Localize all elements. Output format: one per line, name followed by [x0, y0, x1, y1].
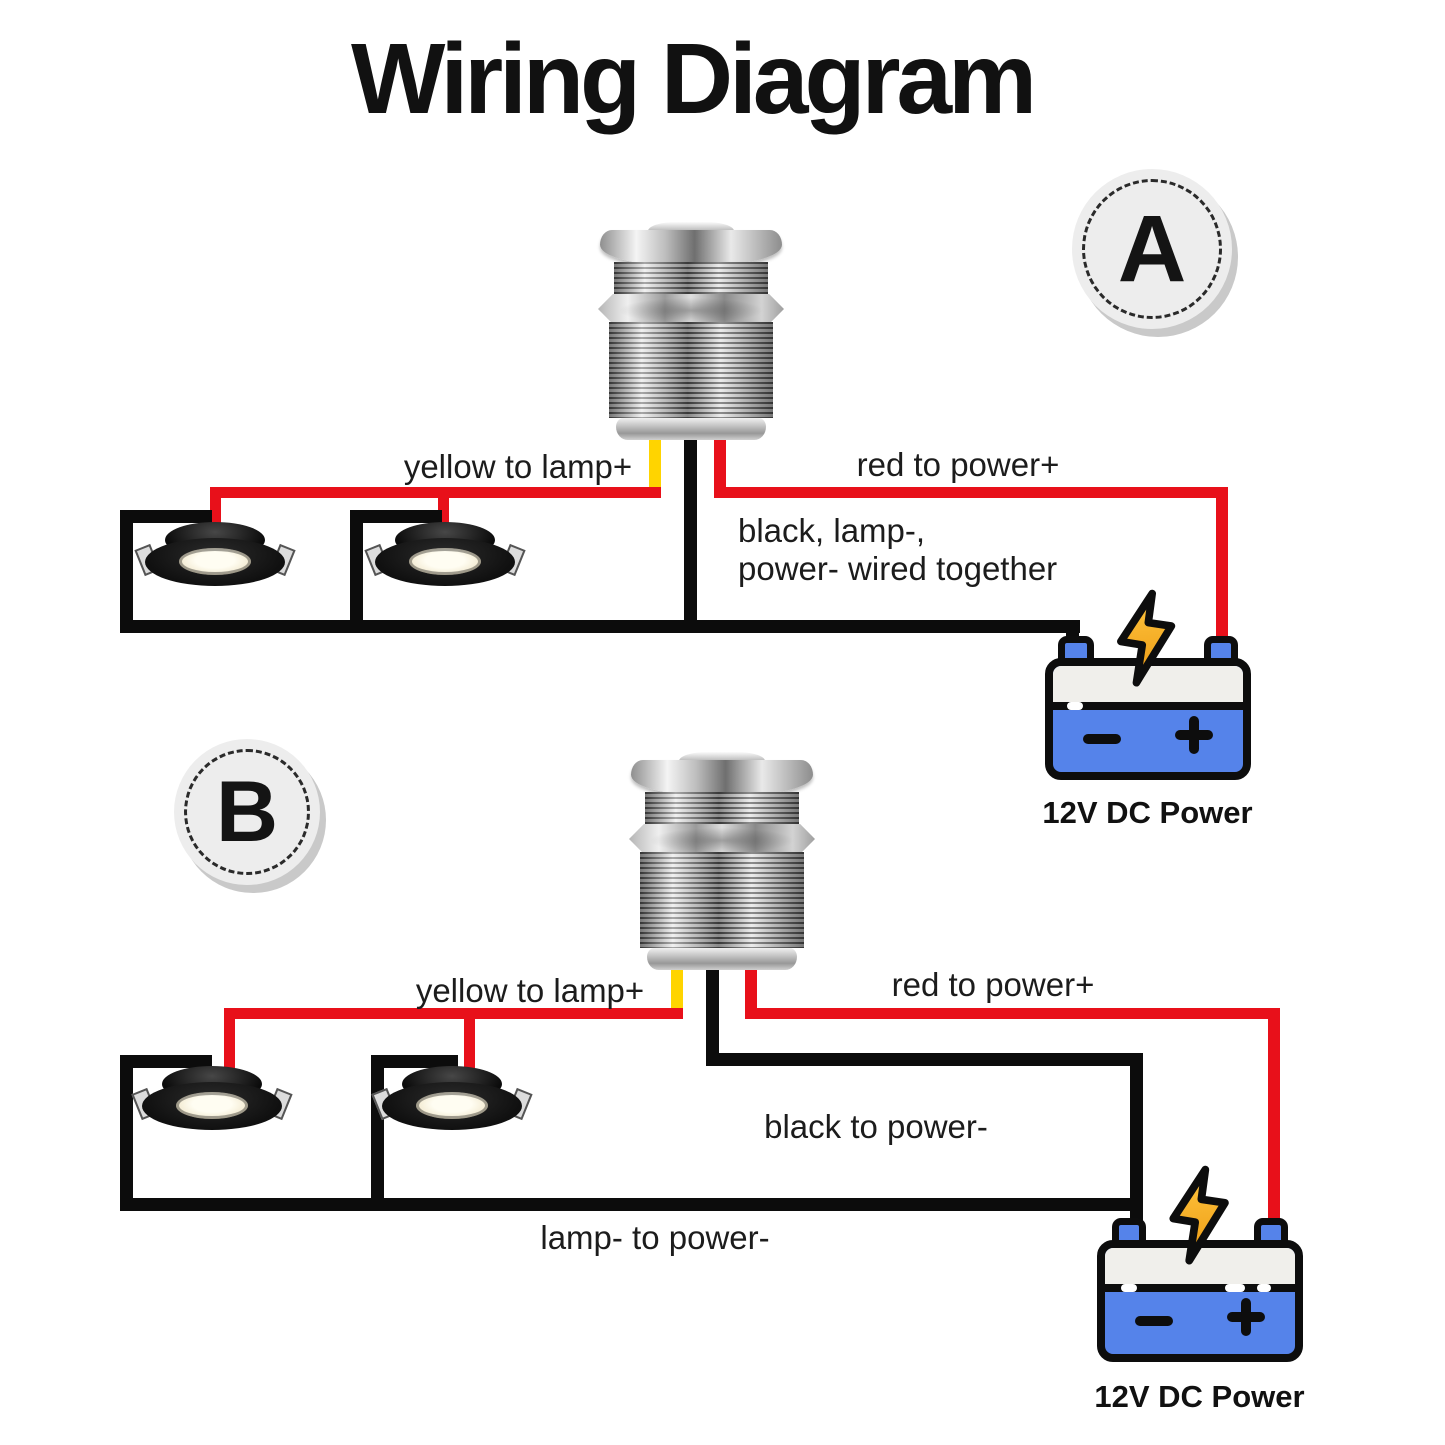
switch-base [647, 948, 797, 970]
battery-a: 12V DC Power [1040, 583, 1255, 843]
wire-black-pigtail-a [684, 436, 697, 632]
badge-b-letter: B [215, 763, 279, 860]
label-red-wire-a: red to power+ [856, 446, 1060, 483]
minus-sign [1135, 1316, 1173, 1326]
switch-flange [631, 760, 813, 794]
label-red-wire-b: red to power+ [891, 966, 1095, 1003]
wire-red-power-h-b [745, 1008, 1280, 1019]
push-button-switch-b [629, 752, 815, 970]
recessed-lamp-b1 [131, 1066, 293, 1130]
switch-hex-nut [598, 294, 784, 324]
push-button-switch-a [598, 222, 784, 440]
badge-a-letter: A [1117, 195, 1187, 302]
label-black-note-a: black, lamp-, power- wired together [738, 512, 1058, 587]
battery-label-a: 12V DC Power [1042, 795, 1253, 830]
battery-label-b: 12V DC Power [1094, 1379, 1305, 1414]
battery-top-band [1053, 666, 1243, 710]
badge-a: A [1072, 169, 1232, 329]
wire-red-pigtail-a [714, 436, 726, 493]
wire-red-lamp-drop2-b [464, 1008, 475, 1078]
wire-red-lamp-drop2-a [438, 487, 449, 535]
switch-threads-lower [640, 852, 804, 948]
wire-yellow-pigtail-a [649, 436, 661, 493]
wire-black-lamp2-top-a [350, 510, 442, 523]
wire-yellow-pigtail-b [671, 958, 683, 1015]
wire-red-lamp-drop1-a [210, 487, 221, 535]
plus-sign [1227, 1298, 1265, 1336]
wire-red-lamp-drop1-b [224, 1008, 235, 1078]
lamp-lens [179, 548, 251, 575]
switch-threads-upper [614, 262, 768, 298]
lightning-icon [1117, 589, 1176, 687]
recessed-lamp-a2 [364, 522, 526, 586]
lamp-lens [416, 1092, 488, 1119]
wire-red-power-v-a [1216, 487, 1228, 649]
lightning-icon [1169, 1165, 1229, 1265]
divider-dash [1225, 1284, 1245, 1292]
minus-sign [1083, 734, 1121, 744]
divider-dash [1067, 702, 1083, 710]
wire-black-lamp-minus-b [120, 1198, 1142, 1211]
wire-black-lamp1-side-a [120, 510, 133, 632]
wire-black-power-h-b [706, 1053, 1143, 1066]
switch-base [616, 418, 766, 440]
battery-b: 12V DC Power [1092, 1165, 1307, 1425]
recessed-lamp-a1 [134, 522, 296, 586]
wire-black-bottom-a [120, 620, 1080, 633]
wire-black-lamp2-top-b [371, 1055, 458, 1068]
recessed-lamp-b2 [371, 1066, 533, 1130]
battery-body [1045, 658, 1251, 780]
lamp-lens [409, 548, 481, 575]
wire-black-lamp2-side-a [350, 510, 363, 632]
wire-black-lamp1-top-a [120, 510, 212, 523]
label-lamp-wire-b: lamp- to power- [540, 1219, 770, 1256]
switch-threads-upper [645, 792, 799, 828]
badge-b: B [174, 739, 320, 885]
switch-hex-nut [629, 824, 815, 854]
wire-black-lamp1-top-b [120, 1055, 212, 1068]
label-black-wire-b: black to power- [764, 1108, 988, 1145]
wire-black-pigtail-b [706, 958, 719, 1066]
wire-red-power-v-b [1268, 1008, 1280, 1224]
divider-dash [1257, 1284, 1271, 1292]
page-title: Wiring Diagram [350, 23, 1037, 135]
wire-red-lamp-line-a [210, 487, 661, 498]
wire-red-lamp-line-b [224, 1008, 683, 1019]
wire-red-power-h-a [714, 487, 1228, 498]
label-yellow-wire-a: yellow to lamp+ [403, 448, 633, 485]
label-yellow-wire-b: yellow to lamp+ [415, 972, 645, 1009]
wire-black-power-v-b [1130, 1053, 1143, 1225]
switch-flange [600, 230, 782, 264]
wire-red-pigtail-b [745, 958, 757, 1019]
divider-dash [1121, 1284, 1137, 1292]
plus-sign [1175, 716, 1213, 754]
lamp-lens [176, 1092, 248, 1119]
switch-threads-lower [609, 322, 773, 418]
wire-black-lamp1-side-b [120, 1055, 133, 1210]
